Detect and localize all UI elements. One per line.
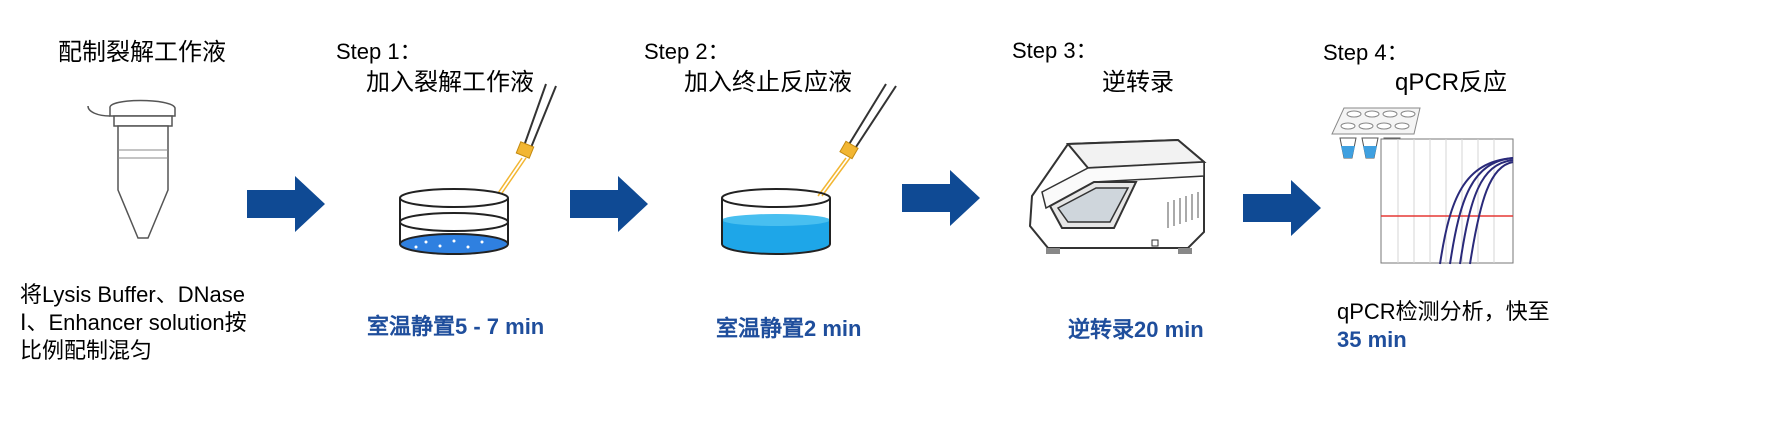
flow-arrow-icon bbox=[902, 170, 980, 226]
microcentrifuge-tube-icon bbox=[87, 99, 176, 239]
step-1-label: Step 1： bbox=[336, 39, 422, 64]
prep-title: 配制裂解工作液 bbox=[58, 39, 226, 66]
step-4-label: Step 4： bbox=[1323, 40, 1409, 65]
step-2-title: 加入终止反应液 bbox=[684, 69, 852, 96]
amplification-curve-chart bbox=[1380, 138, 1514, 265]
flow-arrow-icon bbox=[247, 176, 325, 232]
flow-arrow-icon bbox=[1243, 180, 1321, 236]
step-2-label: Step 2： bbox=[644, 39, 730, 64]
flow-arrow-icon bbox=[570, 176, 648, 232]
prep-description: 将Lysis Buffer、DNase Ⅰ、Enhancer solution按… bbox=[20, 281, 270, 365]
step-4-title: qPCR反应 bbox=[1395, 69, 1508, 96]
step-1-title: 加入裂解工作液 bbox=[366, 69, 534, 96]
step-3-label: Step 3： bbox=[1012, 38, 1098, 63]
step-4-note: qPCR检测分析，快至 35 min bbox=[1337, 298, 1565, 354]
step-4-note-time: 35 min bbox=[1337, 327, 1407, 352]
step-3-title: 逆转录 bbox=[1102, 69, 1174, 96]
thermal-cycler-icon bbox=[1028, 138, 1207, 254]
prep-desc-line: Ⅰ、Enhancer solution按 bbox=[20, 310, 247, 335]
cell-dish-with-pipette-icon bbox=[399, 83, 557, 255]
prep-desc-line: 将Lysis Buffer、DNase bbox=[20, 282, 245, 307]
liquid-dish-with-pipette-icon bbox=[721, 83, 897, 255]
step-4-note-text: qPCR检测分析，快至 bbox=[1337, 299, 1550, 324]
step-1-note: 室温静置5 - 7 min bbox=[367, 314, 545, 339]
step-2-note: 室温静置2 min bbox=[716, 316, 862, 341]
prep-desc-line: 比例配制混匀 bbox=[20, 338, 153, 363]
step-3-note: 逆转录20 min bbox=[1068, 317, 1204, 342]
